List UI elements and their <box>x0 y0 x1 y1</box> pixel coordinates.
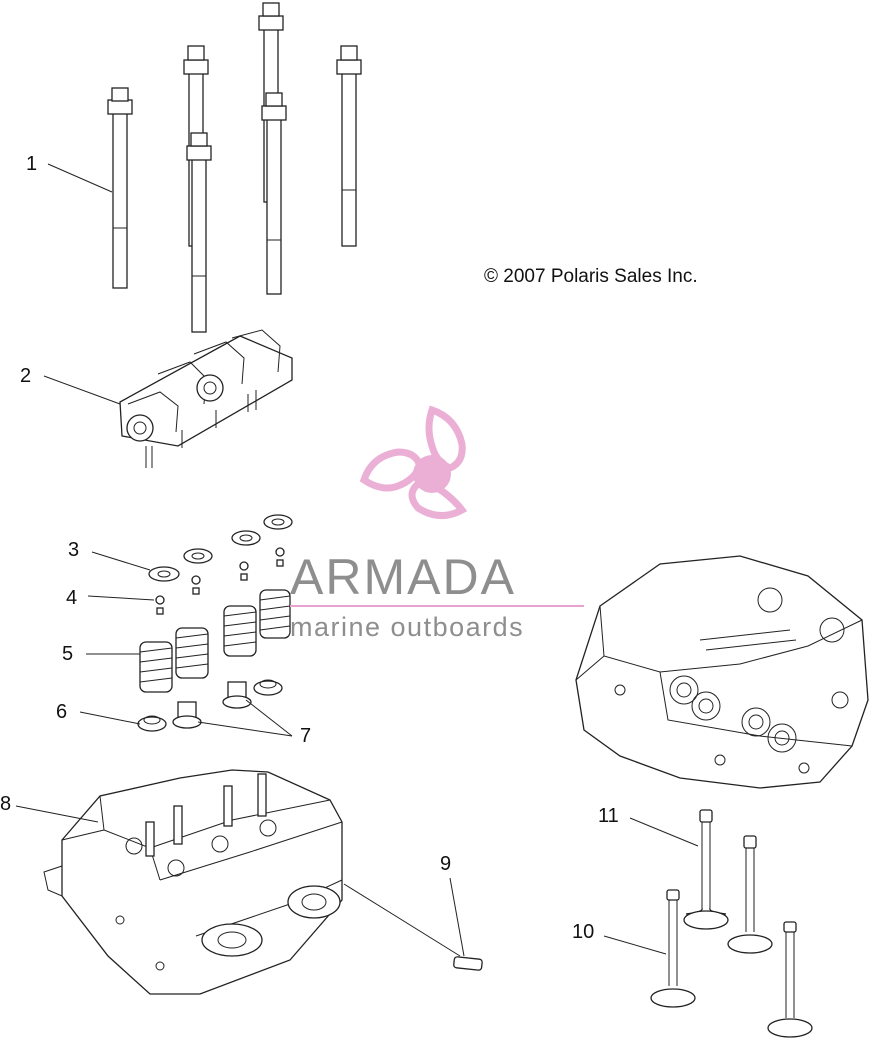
dowel-pin <box>453 956 483 971</box>
callout-9: 9 <box>440 853 451 875</box>
watermark-subtitle: marine outboards <box>290 612 525 642</box>
propeller-icon <box>359 405 468 519</box>
reference-cylinder-head <box>575 555 869 789</box>
spring-retainers <box>148 514 293 582</box>
callout-10: 10 <box>572 921 594 943</box>
valve-keepers <box>155 547 285 615</box>
watermark-divider <box>290 605 584 607</box>
callout-2: 2 <box>20 365 31 387</box>
exhaust-valves <box>650 889 813 1038</box>
head-bolts <box>107 2 362 333</box>
rocker-arm-assembly <box>119 329 293 468</box>
cylinder-head <box>43 769 343 995</box>
callout-5: 5 <box>62 643 73 665</box>
valve-stem-seals <box>137 679 283 732</box>
leader-lines <box>15 163 699 957</box>
callout-1: 1 <box>26 153 37 175</box>
watermark-title: ARMADA <box>290 549 516 605</box>
callout-7: 7 <box>300 725 311 747</box>
intake-valves <box>683 809 773 954</box>
callout-4: 4 <box>66 587 77 609</box>
copyright-notice: © 2007 Polaris Sales Inc. <box>484 266 698 287</box>
callout-8: 8 <box>0 793 11 815</box>
valve-springs <box>139 589 291 693</box>
callout-11: 11 <box>598 805 619 827</box>
callout-6: 6 <box>56 701 67 723</box>
callout-3: 3 <box>68 539 79 561</box>
callout-numbers: 1 2 3 4 5 6 7 8 9 10 11 <box>0 153 619 943</box>
